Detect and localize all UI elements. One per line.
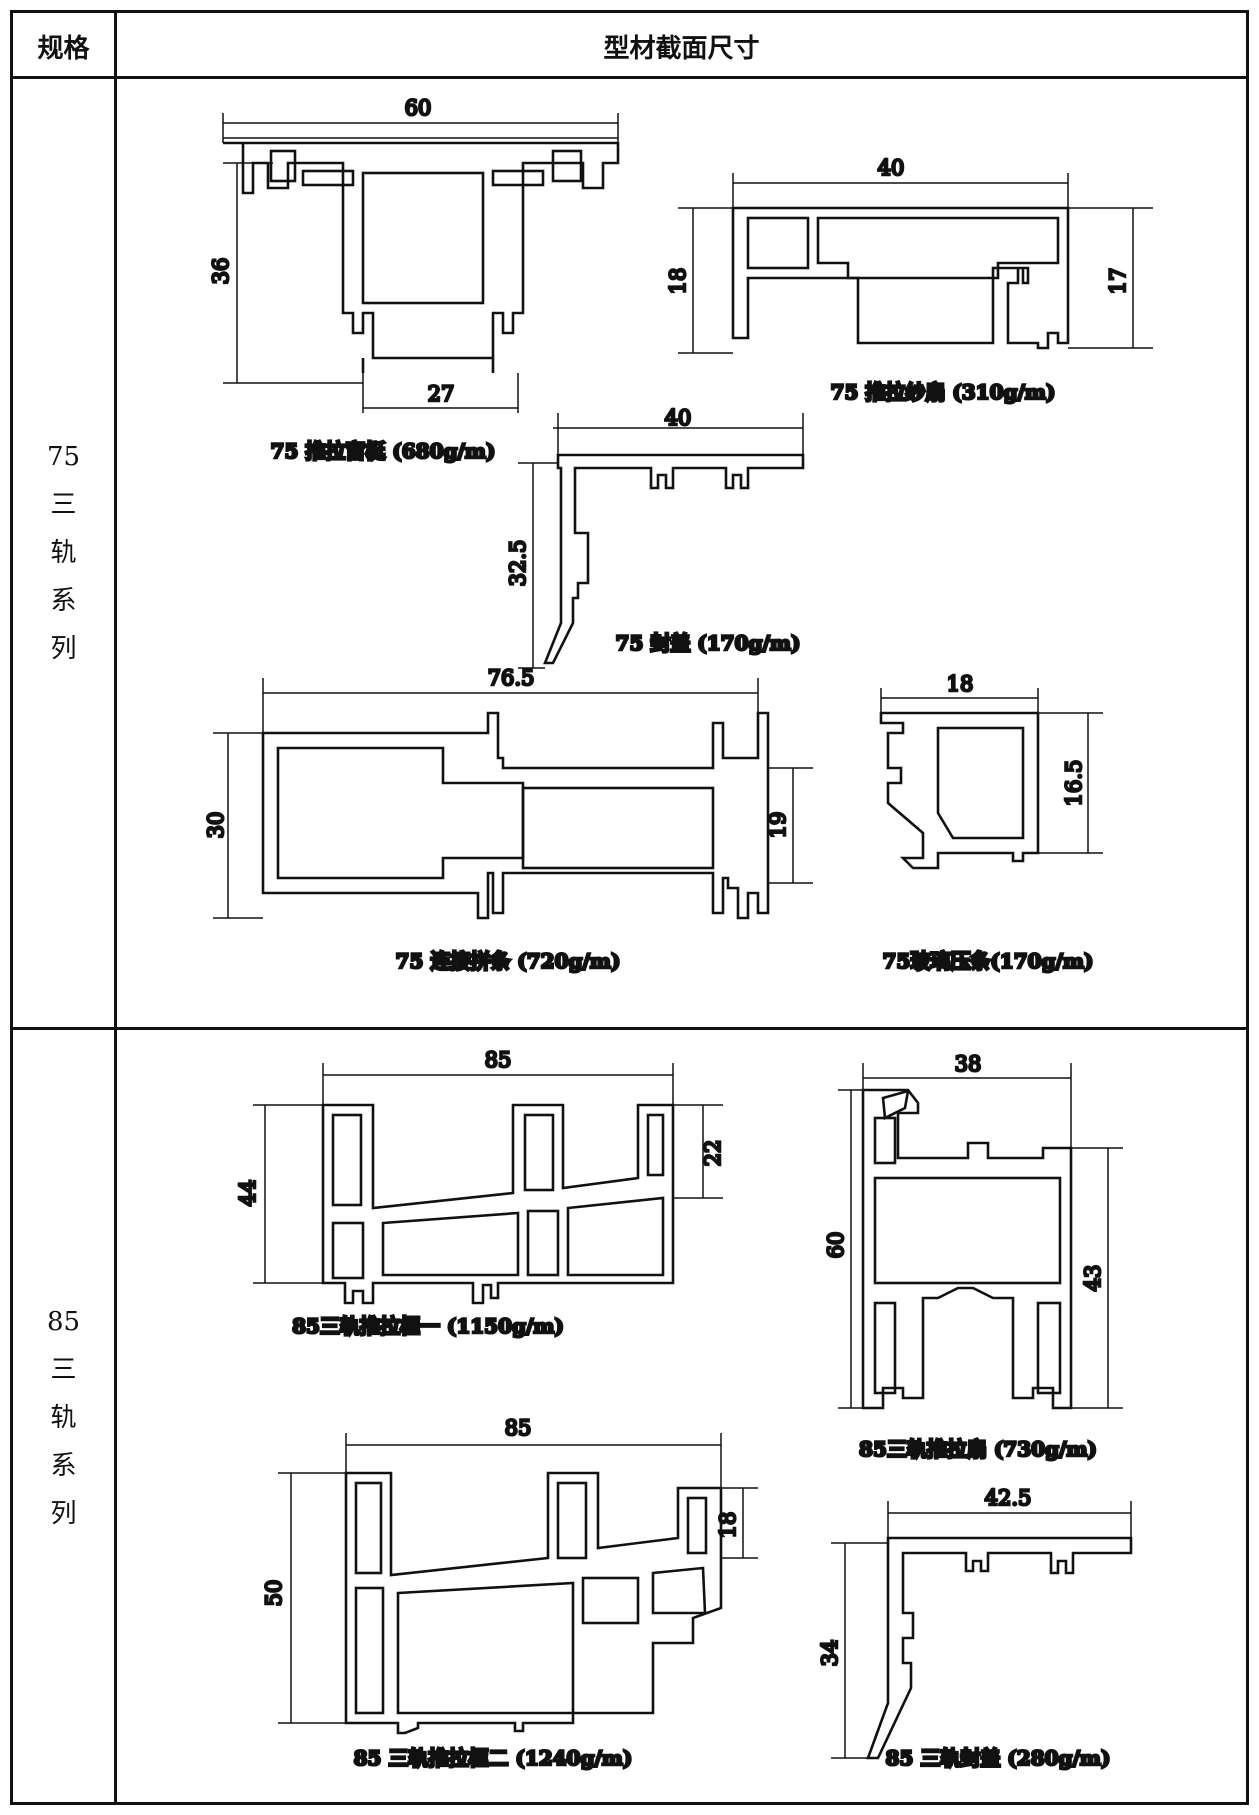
series-char: 75 bbox=[46, 442, 81, 472]
profile-85-sash bbox=[838, 1063, 1123, 1410]
dim-36: 36 bbox=[209, 258, 233, 285]
dim-38: 38 bbox=[955, 1052, 982, 1076]
series-85-label: 85 三 轨 系 列 bbox=[13, 1030, 114, 1805]
header-divider bbox=[13, 76, 1246, 79]
profile-85-cover bbox=[831, 1501, 1133, 1760]
dim-32-5: 32.5 bbox=[506, 540, 530, 587]
caption-85-frame-1: 85三轨推拉框一 (1150g/m) bbox=[292, 1314, 564, 1338]
caption-85-sash: 85三轨推拉扇 (730g/m) bbox=[859, 1437, 1097, 1461]
profile-75-screen-sash bbox=[678, 173, 1153, 354]
caption-85-cover: 85 三轨封盖 (280g/m) bbox=[886, 1746, 1111, 1770]
series-char: 系 bbox=[50, 586, 77, 616]
dim-30: 30 bbox=[204, 812, 228, 839]
dim-85: 85 bbox=[485, 1048, 512, 1072]
series-75-label: 75 三 轨 系 列 bbox=[13, 79, 114, 1027]
dim-18: 18 bbox=[666, 268, 690, 295]
profile-75-glazing-bead bbox=[879, 688, 1103, 870]
caption-85-frame-2: 85 三轨推拉框二 (1240g/m) bbox=[354, 1746, 633, 1770]
section-header: 型材截面尺寸 bbox=[603, 33, 760, 64]
dim-60: 60 bbox=[824, 1232, 848, 1259]
dim-42-5: 42.5 bbox=[985, 1486, 1032, 1510]
caption-75-glazing-bead: 75玻璃压条(170g/m) bbox=[883, 949, 1094, 973]
dim-60: 60 bbox=[405, 96, 432, 120]
caption-75-cover: 75 封盖 (170g/m) bbox=[616, 631, 801, 655]
dim-34: 34 bbox=[818, 1640, 842, 1667]
dim-40: 40 bbox=[878, 156, 905, 180]
profile-85-frame-2 bbox=[278, 1433, 758, 1735]
series-char: 三 bbox=[50, 1354, 77, 1385]
profile-85-frame-1 bbox=[253, 1063, 723, 1305]
series-char: 轨 bbox=[50, 1402, 77, 1433]
dim-76-5: 76.5 bbox=[488, 666, 535, 690]
dim-50: 50 bbox=[262, 1580, 286, 1607]
caption-75-screen-sash: 75 推拉纱扇 (310g/m) bbox=[831, 380, 1056, 404]
dim-17: 17 bbox=[1106, 268, 1130, 295]
series-char: 85 bbox=[46, 1306, 81, 1337]
profile-75-window-mullion bbox=[222, 113, 620, 413]
dim-19: 19 bbox=[766, 812, 790, 839]
series-char: 列 bbox=[50, 634, 77, 664]
series-divider bbox=[13, 1027, 1246, 1030]
dim-40: 40 bbox=[665, 406, 692, 430]
column-divider bbox=[114, 13, 117, 1802]
dim-27: 27 bbox=[428, 382, 455, 406]
series-char: 系 bbox=[50, 1450, 77, 1481]
series-char: 三 bbox=[50, 490, 77, 520]
series-char: 列 bbox=[50, 1498, 77, 1529]
profile-75-connector bbox=[213, 678, 813, 920]
profile-table: 规格 型材截面尺寸 75 三 轨 系 列 85 三 轨 系 列 bbox=[10, 10, 1249, 1805]
dim-18: 18 bbox=[716, 1512, 740, 1539]
dim-18: 18 bbox=[947, 672, 974, 696]
dim-43: 43 bbox=[1081, 1265, 1105, 1292]
caption-75-mullion: 75 推拉窗梃 (680g/m) bbox=[271, 439, 496, 463]
dim-44: 44 bbox=[236, 1180, 260, 1207]
profile-75-cover bbox=[518, 413, 805, 669]
spec-header: 规格 bbox=[37, 33, 90, 64]
profile-drawings: 60 36 27 75 推拉窗梃 (680g/m) 40 18 17 75 推拉… bbox=[203, 95, 1153, 1771]
caption-75-connector: 75 连接拼条 (720g/m) bbox=[396, 949, 621, 973]
dim-22: 22 bbox=[701, 1140, 725, 1167]
dim-85: 85 bbox=[505, 1416, 532, 1440]
series-char: 轨 bbox=[50, 538, 77, 568]
dim-16-5: 16.5 bbox=[1062, 760, 1086, 807]
